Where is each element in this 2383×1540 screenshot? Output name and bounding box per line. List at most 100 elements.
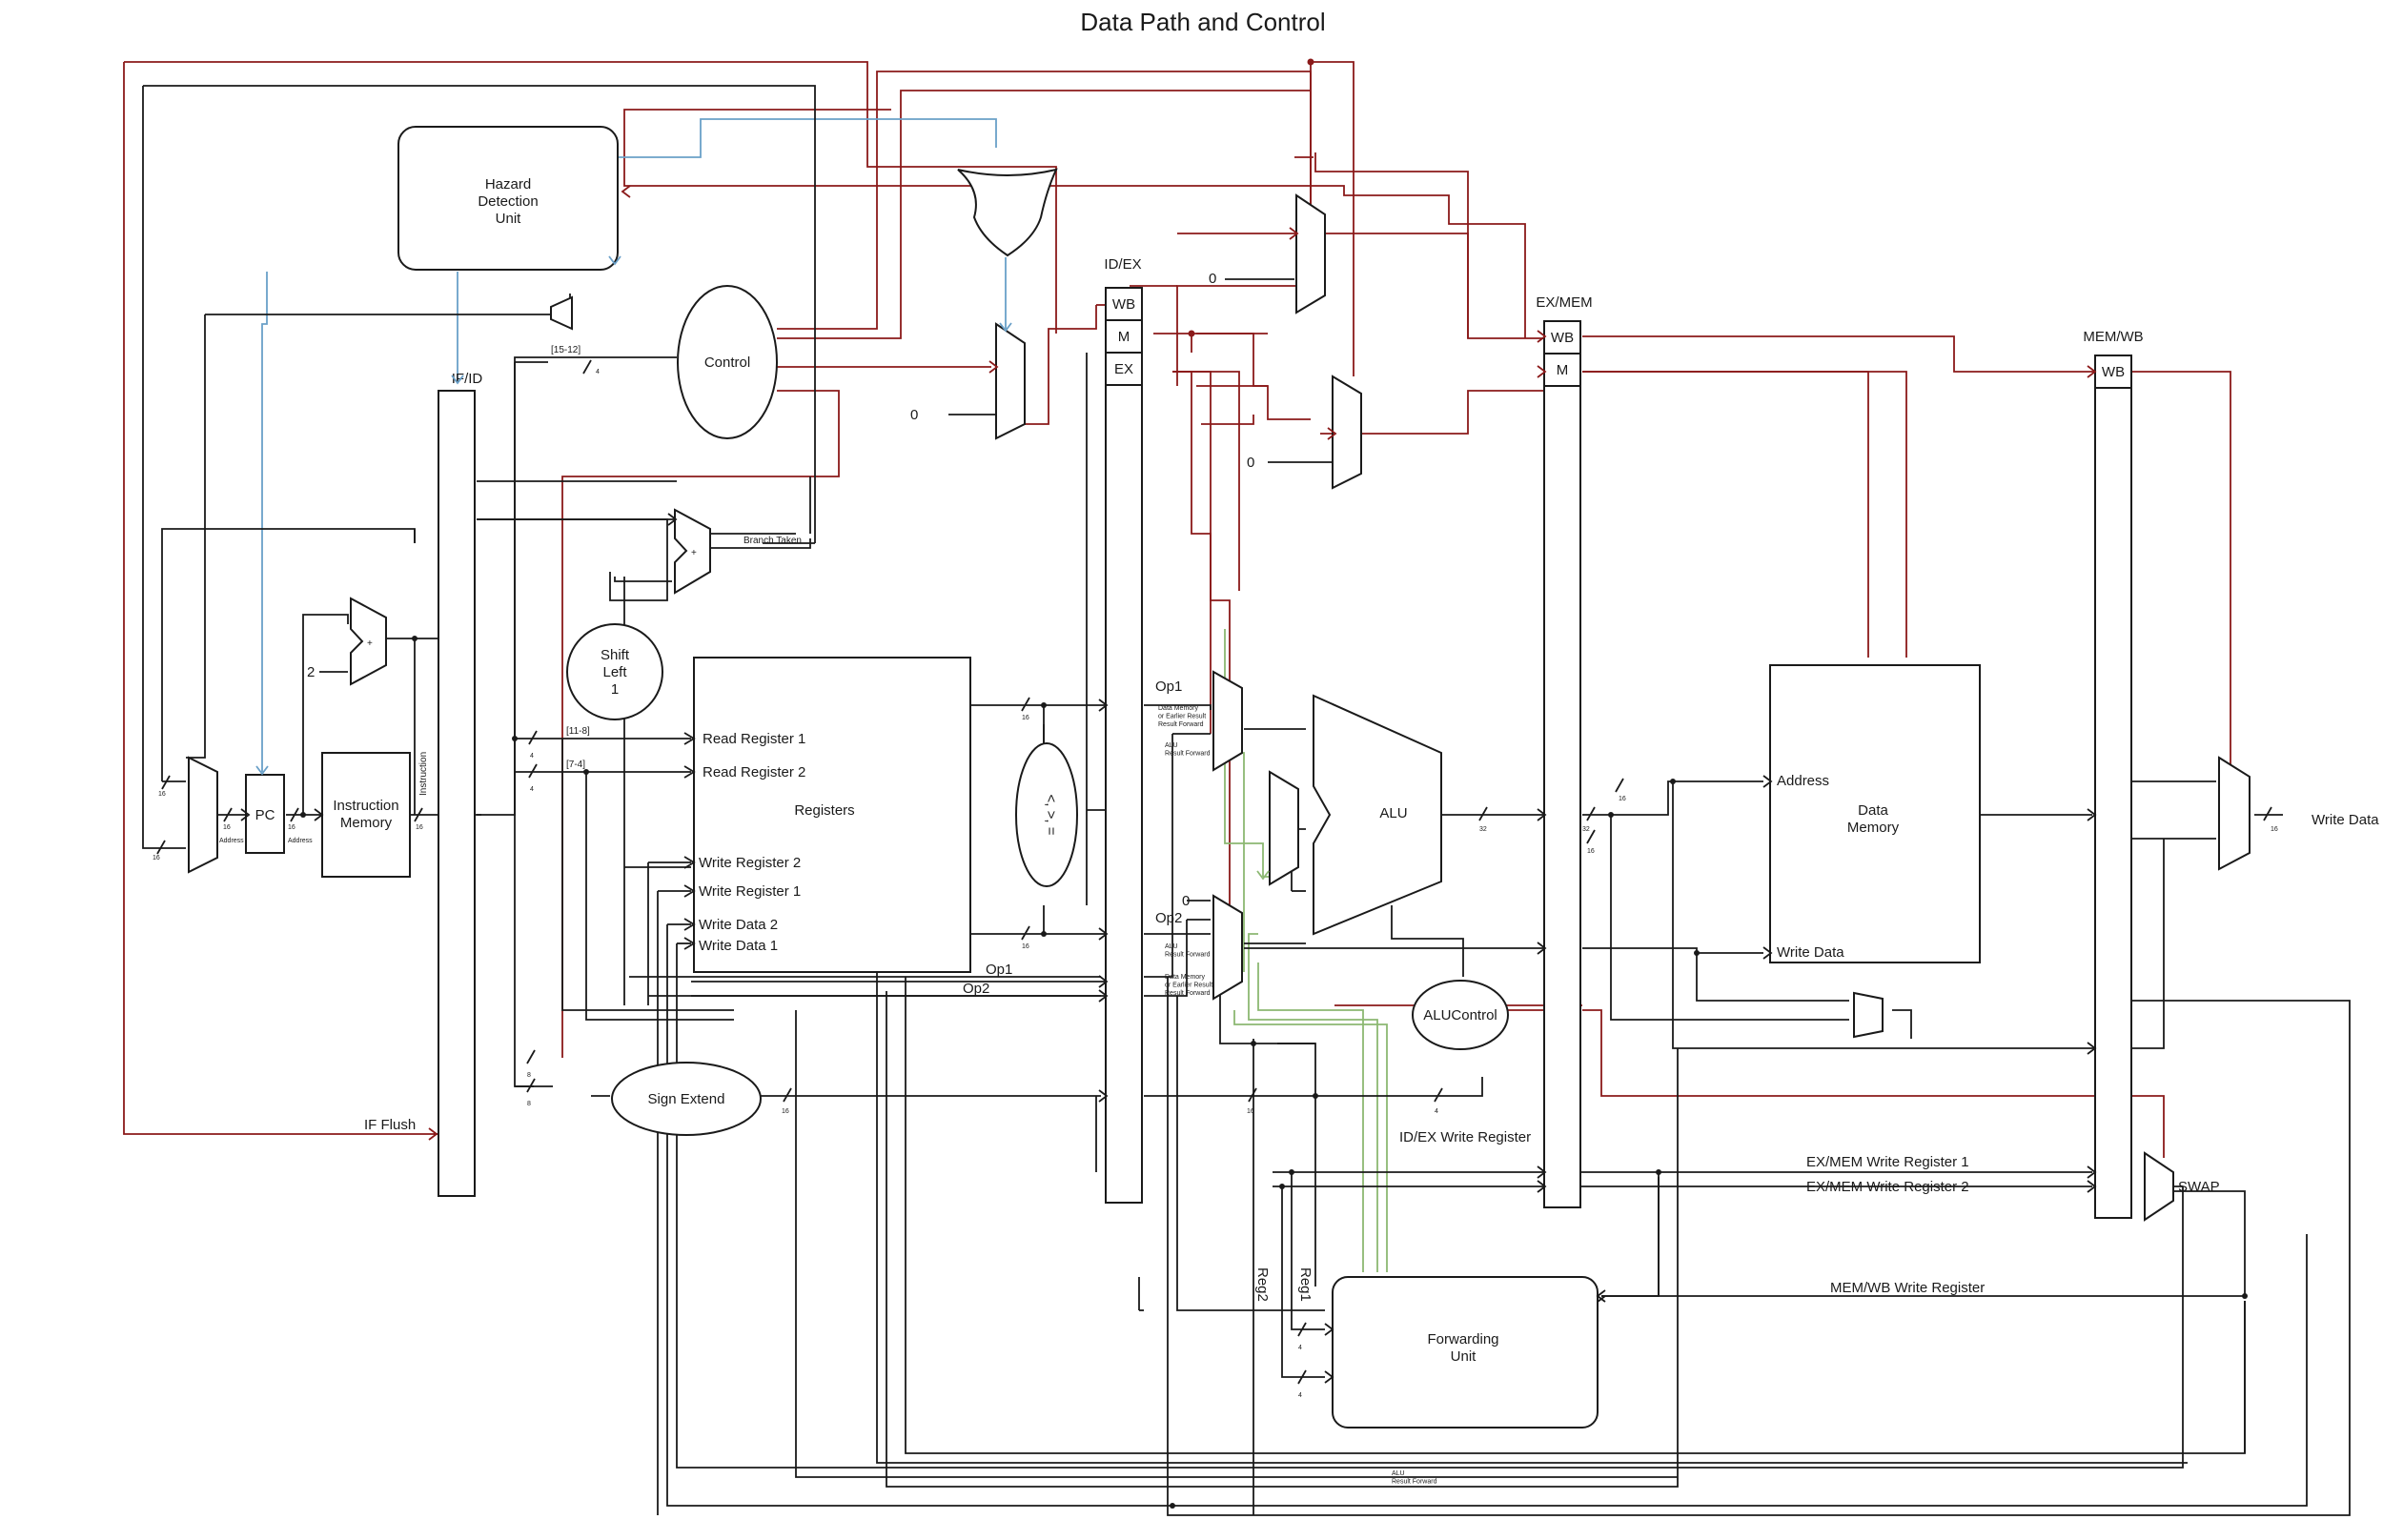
id-ex-ex: EX: [1114, 361, 1133, 377]
width-16-i: 16: [1247, 1108, 1254, 1115]
op2-forward-mux: [1212, 894, 1243, 1001]
alu-control-label: ALUControl: [1423, 1007, 1497, 1023]
width-4-b: 4: [530, 753, 534, 760]
write-back-mux: [2218, 756, 2251, 871]
ex-mem-write-register-1-label: EX/MEM Write Register 1: [1806, 1154, 1969, 1170]
register-file: Registers Read Register 1 Read Register …: [693, 657, 971, 973]
mem-wb-label: MEM/WB: [2083, 329, 2143, 345]
width-32-a: 32: [1479, 826, 1487, 833]
op1-bottom-label: Op1: [986, 962, 1012, 978]
m-flush-mux: [1332, 375, 1362, 490]
field-7-4: [7-4]: [566, 760, 585, 770]
comparator-label: <, >, =: [1043, 795, 1059, 836]
width-16-l: 16: [2271, 826, 2278, 833]
width-4-e: 4: [1298, 1345, 1302, 1351]
constants: 2 0 0 0 0 + +: [307, 271, 1254, 909]
pc-mux: [188, 756, 218, 874]
or-gate: [957, 168, 1058, 257]
id-ex-write-register-label: ID/EX Write Register: [1399, 1129, 1531, 1145]
mem-wb-register: MEM/WB WB: [2083, 329, 2144, 1219]
width-16-b: 16: [153, 855, 160, 861]
width-16-e: 16: [416, 824, 423, 831]
width-8-b: 8: [527, 1101, 531, 1107]
swap-mux: [2144, 1151, 2174, 1222]
swap-label: SWAP: [2178, 1179, 2220, 1195]
ex-mem-wb: WB: [1551, 330, 1574, 346]
width-4-d: 4: [1435, 1108, 1438, 1115]
data-wires: [142, 85, 2351, 1516]
alu-src-mux: [1269, 770, 1299, 886]
comparator: <, >, =: [1015, 742, 1078, 887]
arrowheads: [240, 185, 2097, 1384]
muxes: [188, 193, 2251, 1222]
id-ex-label: ID/EX: [1104, 256, 1141, 273]
data-memory-write-data-label: Write Data: [1777, 944, 1844, 961]
field-15-12: [15-12]: [551, 345, 580, 355]
const-zero-wb: 0: [1209, 271, 1216, 287]
write-register-2-label: Write Register 2: [699, 855, 801, 871]
pc-address-label: Address: [219, 838, 244, 844]
read-register-2-label: Read Register 2: [703, 764, 805, 780]
write-data-1-label: Write Data 1: [699, 938, 778, 954]
field-11-8: [11-8]: [566, 726, 590, 737]
hazard-wires: [261, 118, 1007, 772]
ex-mem-write-register-2-label: EX/MEM Write Register 2: [1806, 1179, 1969, 1195]
branch-adder: [674, 508, 711, 595]
ex-mem-label: EX/MEM: [1536, 294, 1592, 311]
alu: ALU: [1313, 694, 1442, 936]
width-4-c: 4: [530, 786, 534, 793]
mem-data-mux: [1853, 991, 1884, 1039]
width-4-a: 4: [596, 369, 600, 375]
read-register-1-label: Read Register 1: [703, 731, 805, 747]
junctions: [300, 58, 2248, 1509]
alu-control-unit: ALUControl: [1412, 980, 1509, 1050]
if-flush-label: IF Flush: [364, 1117, 416, 1133]
bus-widths: 16 16 16 16 16 4 4 4 8 8 16 16 16 16 4 3…: [153, 359, 2278, 1399]
const-zero-op2: 0: [1182, 893, 1190, 909]
mem-wb-write-register-label: MEM/WB Write Register: [1830, 1280, 1985, 1296]
program-counter: PC: [245, 774, 285, 854]
width-16-f: 16: [782, 1108, 789, 1115]
op1-forward-mux: [1212, 670, 1243, 772]
sign-extend-unit: Sign Extend: [611, 1062, 762, 1136]
width-16-c: 16: [223, 824, 231, 831]
wb-flush-mux: [1295, 193, 1326, 314]
id-ex-m: M: [1118, 329, 1130, 345]
imem-address-label: Address: [288, 838, 313, 844]
width-8-a: 8: [527, 1072, 531, 1079]
hazard-comparator-mux: [550, 295, 573, 331]
mem-wb-wb: WB: [2102, 364, 2125, 380]
if-id-label: IF/ID: [452, 371, 483, 387]
width-16-j: 16: [1619, 796, 1626, 802]
registers-label: Registers: [794, 802, 854, 819]
width-4-f: 4: [1298, 1392, 1302, 1399]
width-16-d: 16: [288, 824, 295, 831]
pc-adder: [350, 597, 387, 686]
width-16-a: 16: [158, 791, 166, 798]
width-32-b: 32: [1582, 826, 1590, 833]
pc-adder-plus: +: [367, 638, 373, 649]
const-zero-m: 0: [1247, 455, 1254, 471]
if-id-register: IF/ID: [438, 371, 483, 1197]
width-16-k: 16: [1587, 848, 1595, 855]
control-unit: Control: [677, 285, 778, 439]
const-zero-control: 0: [910, 407, 918, 423]
id-ex-wb: WB: [1112, 296, 1135, 313]
reg2-label: Reg2: [1254, 1267, 1271, 1302]
control-mux: [995, 322, 1026, 440]
op2-top-label: Op2: [1155, 910, 1182, 926]
